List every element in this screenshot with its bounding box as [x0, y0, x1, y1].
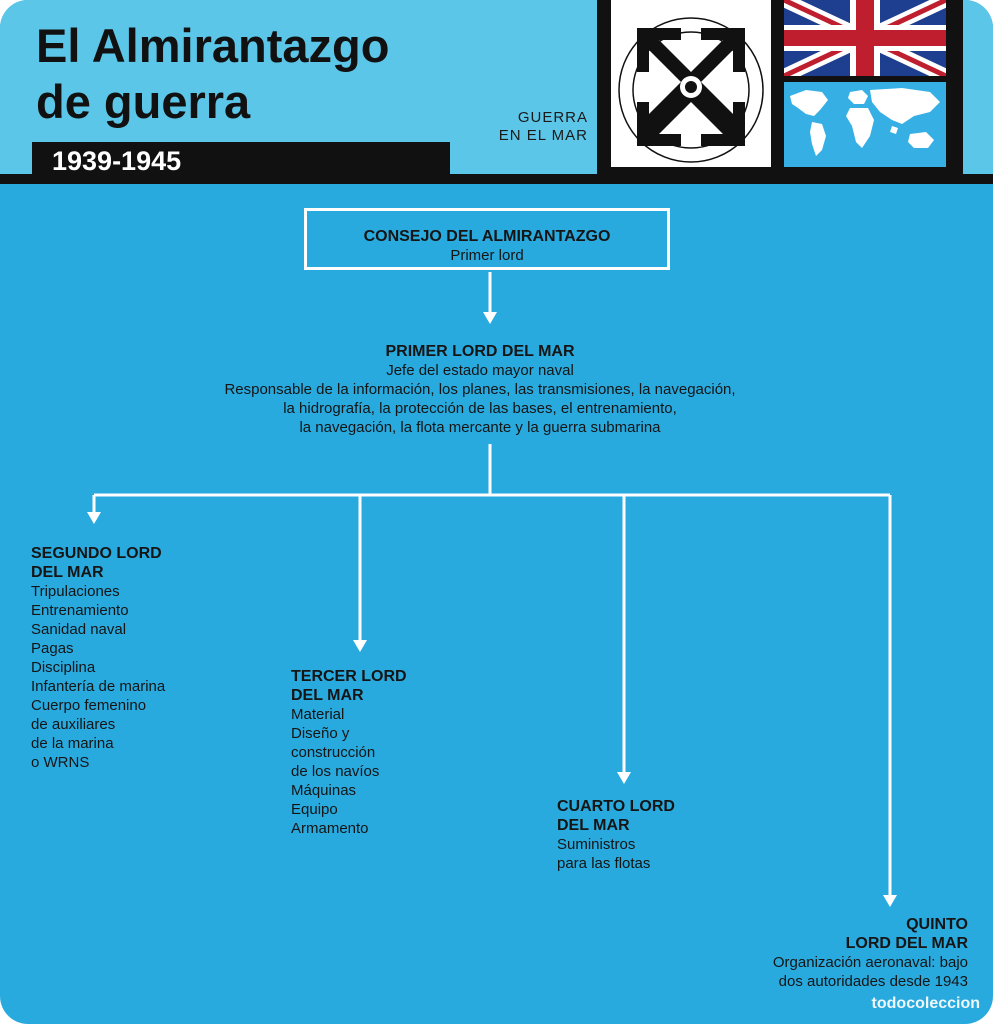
node-second-sea-lord-heading: SEGUNDO LORD [31, 545, 162, 562]
years-band [32, 142, 450, 182]
node-fourth-sea-lord-heading: DEL MAR [557, 817, 630, 834]
node-first-sea-lord-line: Jefe del estado mayor naval [386, 362, 574, 379]
node-third-sea-lord-line: de los navíos [291, 763, 380, 780]
series-line-2: EN EL MAR [498, 127, 588, 144]
node-second-sea-lord-line: Pagas [31, 640, 74, 657]
crossed-arrows-emblem-icon [618, 17, 764, 163]
node-second-sea-lord-heading: DEL MAR [31, 564, 104, 581]
arrowhead-third [353, 640, 367, 652]
emblem-panel [611, 0, 771, 167]
node-second-sea-lord-line: de auxiliares [31, 716, 116, 733]
node-third-sea-lord-line: Equipo [291, 801, 338, 818]
node-third-sea-lord-line: Material [291, 706, 345, 723]
node-third-sea-lord-heading: DEL MAR [291, 687, 364, 704]
watermark: todocoleccion [871, 995, 980, 1012]
node-third-sea-lord-line: Diseño y [291, 725, 350, 742]
arrowhead-first [483, 312, 497, 324]
node-second-sea-lord-line: Sanidad naval [31, 621, 127, 638]
node-fourth-sea-lord: CUARTO LORD DEL MAR Suministros para las… [557, 797, 757, 873]
arrowhead-second [87, 512, 101, 524]
node-third-sea-lord: TERCER LORD DEL MAR Material Diseño y co… [291, 667, 491, 838]
map-panel [784, 82, 946, 167]
node-second-sea-lord-line: Infantería de marina [31, 678, 166, 695]
node-fourth-sea-lord-line: Suministros [557, 836, 636, 853]
page-title: El Almirantazgo de guerra [36, 18, 389, 130]
series-label: GUERRA EN EL MAR [468, 109, 588, 145]
node-second-sea-lord-line: o WRNS [31, 754, 90, 771]
arrowhead-fifth [883, 895, 897, 907]
node-first-sea-lord-line: la navegación, la flota mercante y la gu… [299, 419, 661, 436]
node-second-sea-lord-line: Tripulaciones [31, 583, 120, 600]
series-line-1: GUERRA [517, 109, 588, 126]
node-first-sea-lord-line: la hidrografía, la protección de las bas… [283, 400, 677, 417]
node-second-sea-lord-line: Disciplina [31, 659, 96, 676]
node-third-sea-lord-line: construcción [291, 744, 376, 761]
header-rule [0, 174, 993, 184]
arrowhead-fourth [617, 772, 631, 784]
node-fourth-sea-lord-heading: CUARTO LORD [557, 798, 675, 815]
node-admiralty-board-heading: CONSEJO DEL ALMIRANTAZGO [363, 228, 611, 245]
union-jack-flag-icon [784, 0, 946, 76]
node-third-sea-lord-heading: TERCER LORD [291, 668, 407, 685]
title-line-1: El Almirantazgo [36, 19, 390, 72]
node-first-sea-lord-heading: PRIMER LORD DEL MAR [385, 343, 575, 360]
node-first-sea-lord-line: Responsable de la información, los plane… [224, 381, 736, 398]
node-second-sea-lord-line: de la marina [31, 735, 114, 752]
title-line-2: de guerra [36, 75, 251, 128]
years-label: 1939-1945 [52, 146, 182, 176]
node-second-sea-lord: SEGUNDO LORD DEL MAR Tripulaciones Entre… [31, 544, 231, 772]
node-third-sea-lord-line: Armamento [291, 820, 369, 837]
node-fifth-sea-lord-line: dos autoridades desde 1943 [778, 973, 968, 990]
node-fifth-sea-lord-line: Organización aeronaval: bajo [772, 954, 968, 971]
node-third-sea-lord-line: Máquinas [291, 782, 357, 799]
node-fifth-sea-lord-heading: QUINTO [906, 916, 968, 933]
node-fifth-sea-lord-heading: LORD DEL MAR [845, 935, 968, 952]
node-admiralty-board-line: Primer lord [450, 247, 524, 264]
node-second-sea-lord-line: Entrenamiento [31, 602, 129, 619]
node-second-sea-lord-line: Cuerpo femenino [31, 697, 147, 714]
node-fifth-sea-lord: QUINTO LORD DEL MAR Organización aeronav… [690, 915, 968, 991]
node-admiralty-board: CONSEJO DEL ALMIRANTAZGO Primer lord [304, 208, 670, 270]
node-first-sea-lord: PRIMER LORD DEL MAR Jefe del estado mayo… [160, 342, 800, 437]
node-fourth-sea-lord-line: para las flotas [557, 855, 651, 872]
world-map-icon [784, 82, 946, 167]
flag-panel [784, 0, 946, 76]
